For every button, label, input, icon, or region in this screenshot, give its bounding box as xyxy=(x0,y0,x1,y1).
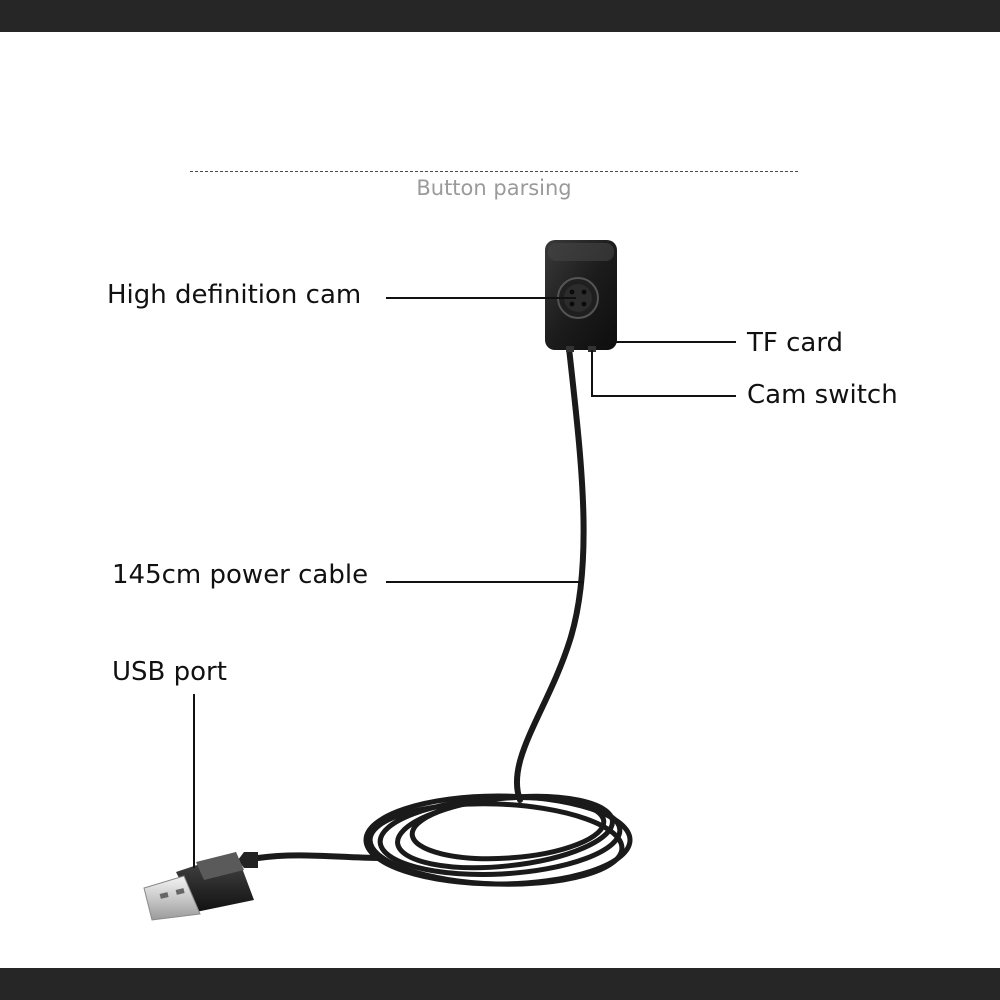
callout-line-tf-card xyxy=(607,341,736,345)
top-frame-bar xyxy=(0,0,1000,32)
callout-line-cam-switch xyxy=(591,350,736,397)
bottom-frame-bar xyxy=(0,968,1000,1000)
usb-plug xyxy=(143,852,258,921)
label-usb-port: USB port xyxy=(112,657,227,687)
section-divider xyxy=(190,171,798,172)
power-cable xyxy=(513,345,587,803)
camera-module xyxy=(545,240,617,352)
label-cam-switch: Cam switch xyxy=(747,380,898,410)
callout-lines xyxy=(193,297,736,868)
label-high-definition-cam: High definition cam xyxy=(107,280,362,310)
usb-cable xyxy=(255,852,383,861)
section-title: Button parsing xyxy=(416,176,572,200)
label-tf-card: TF card xyxy=(747,328,844,358)
label-power-cable: 145cm power cable xyxy=(112,560,369,590)
cable-coil xyxy=(363,793,633,887)
